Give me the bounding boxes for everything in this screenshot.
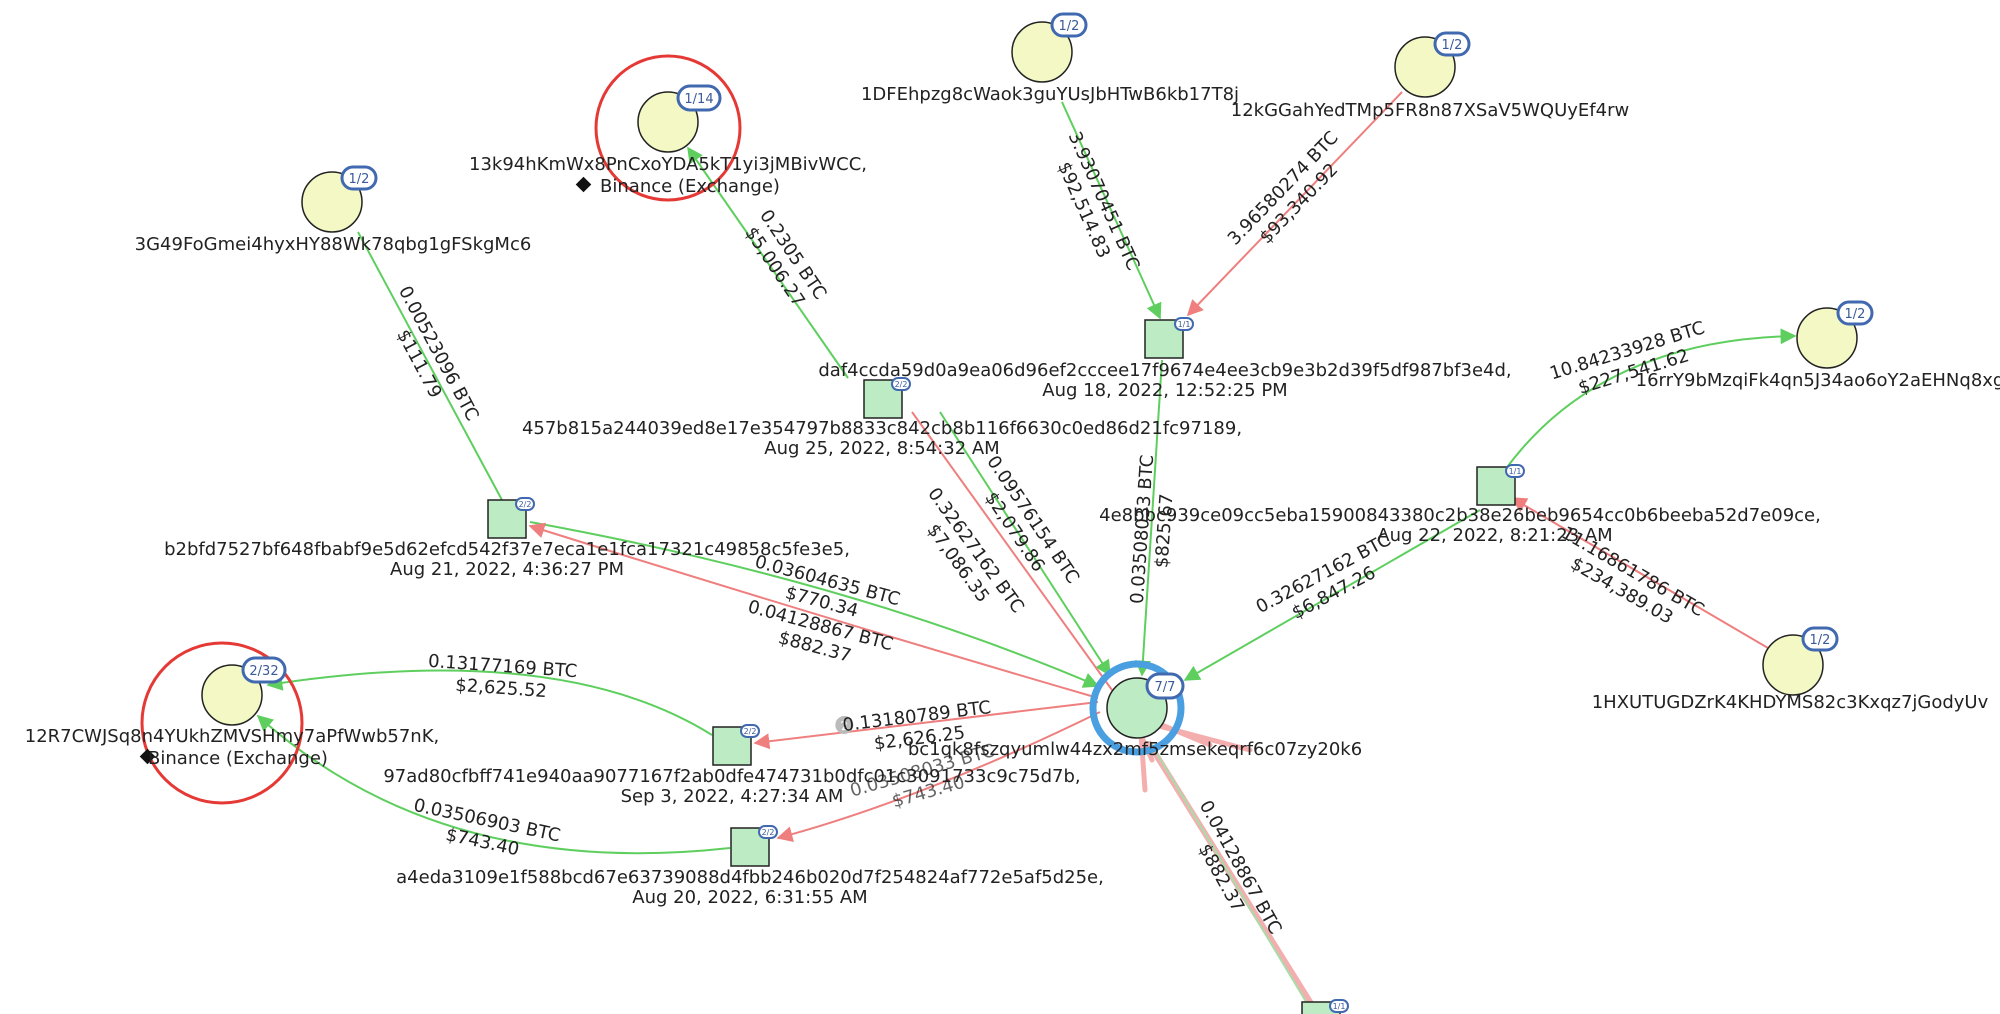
transaction-date: Aug 22, 2022, 8:21:23 AM	[1377, 525, 1612, 546]
badge-count: 2/2	[519, 500, 532, 509]
badge-count: 1/1	[1509, 467, 1522, 476]
badge-count: 1/14	[684, 92, 713, 107]
address-node-1dfe[interactable]: 1/2 1DFEhpzg8cWaok3guYUsJbHTwB6kb17T8j	[861, 12, 1239, 105]
edges	[256, 91, 1797, 1007]
transaction-hash[interactable]: daf4ccda59d0a9ea06d96ef2cccee17f9674e4ee…	[818, 360, 1511, 381]
edge-97ad-to-12r7[interactable]	[266, 669, 713, 736]
transaction-date: Sep 3, 2022, 4:27:34 AM	[621, 786, 844, 807]
exchange-ring	[594, 54, 742, 202]
address-node-1hxu[interactable]: 1/2 1HXUTUGDZrK4KHDYMS82c3Kxqz7jGodyUv	[1592, 626, 1989, 713]
transaction-node-97ad[interactable]: 2/2 97ad80cfbff741e940aa9077167f2ab0dfe4…	[383, 724, 1081, 807]
edge-12kg-to-daf4[interactable]	[1186, 91, 1403, 317]
address-label[interactable]: 1DFEhpzg8cWaok3guYUsJbHTwB6kb17T8j	[861, 84, 1239, 105]
transaction-hash[interactable]: 457b815a244039ed8e17e354797b8833c842cb8b…	[522, 418, 1242, 439]
diamond-icon	[139, 748, 156, 765]
transaction-hash[interactable]: a4eda3109e1f588bcd67e63739088d4fbb246b02…	[396, 867, 1104, 888]
badge-count: 2/32	[249, 664, 278, 679]
tx-count-badge[interactable]	[1329, 999, 1349, 1013]
transaction-node-bottom[interactable]: 1/1	[1301, 999, 1349, 1014]
address-node-center[interactable]: 7/7 bc1qk8fszqyumlw44zx2mf5zmsekeqrf6c07…	[908, 660, 1362, 760]
selected-ring	[1089, 660, 1185, 756]
exchange-ring	[140, 641, 304, 805]
tx-count-badge[interactable]	[1174, 317, 1194, 331]
edge-4e8b-to-16rr[interactable]	[1504, 328, 1797, 471]
transaction-node-daf4[interactable]: 1/1 daf4ccda59d0a9ea06d96ef2cccee17f9674…	[818, 317, 1512, 401]
address-node-3g49[interactable]: 1/2 3G49FoGmei4hyxHY88Wk78qbg1gFSkgMc6	[135, 165, 532, 255]
tx-count-badge[interactable]	[1505, 464, 1525, 478]
tx-count-badge[interactable]	[241, 656, 287, 684]
address-node-12kg[interactable]: 1/2 12kGGahYedTMp5FR8n87XSaV5WQUyEf4rw	[1231, 31, 1629, 121]
edge-1dfe-to-daf4[interactable]	[1061, 101, 1162, 320]
transaction-node-457b[interactable]: 2/2 457b815a244039ed8e17e354797b8833c842…	[522, 377, 1242, 459]
address-label[interactable]: 1HXUTUGDZrK4KHDYMS82c3Kxqz7jGodyUv	[1592, 692, 1989, 713]
transaction-date: Aug 21, 2022, 4:36:27 PM	[390, 559, 624, 580]
edge-center-to-a4ed[interactable]	[776, 711, 1101, 843]
address-label[interactable]: 16rrY9bMzqiFk4qn5J34ao6oY2aEHNq8xg	[1636, 370, 2000, 391]
tx-count-badge[interactable]	[891, 377, 911, 391]
tx-count-badge[interactable]	[1145, 672, 1185, 700]
address-node-12r7[interactable]: 2/32 12R7CWJSq8n4YUkhZMVSHmy7aPfWwb57nK,…	[25, 641, 439, 805]
tx-count-badge[interactable]	[1433, 31, 1471, 57]
tx-count-badge[interactable]	[676, 84, 722, 112]
tx-count-badge[interactable]	[1836, 300, 1874, 326]
edge-center-to-457b[interactable]	[911, 411, 1113, 691]
address-label[interactable]: bc1qk8fszqyumlw44zx2mf5zmsekeqrf6c07zy20…	[908, 739, 1362, 760]
badge-count: 1/2	[1810, 633, 1831, 648]
edge-center-to-97ad[interactable]	[753, 701, 1099, 750]
edge-a4ed-to-12r7[interactable]	[256, 714, 731, 855]
transaction-date: Aug 18, 2022, 12:52:25 PM	[1042, 380, 1287, 401]
edge-daf4-to-center[interactable]	[1134, 359, 1163, 677]
edge-457b-to-13k9[interactable]	[687, 146, 849, 379]
badge-count: 1/2	[1442, 38, 1463, 53]
transaction-node-4e8b[interactable]: 1/1 4e8bbc939ce09cc5eba15900843380c2b38e…	[1099, 464, 1821, 546]
transaction-date: Aug 25, 2022, 8:54:32 AM	[764, 438, 999, 459]
tx-count-badge[interactable]	[740, 724, 760, 738]
badge-count: 7/7	[1155, 680, 1176, 695]
entity-label[interactable]: Binance (Exchange)	[148, 748, 328, 769]
edge-bottom-to-center[interactable]	[1149, 741, 1309, 1006]
address-node-13k9[interactable]: 1/14 13k94hKmWx8PnCxoYDA5kT1yi3jMBivWCC,…	[469, 54, 867, 202]
transaction-hash[interactable]: 97ad80cfbff741e940aa9077167f2ab0dfe47473…	[383, 766, 1080, 787]
address-label[interactable]: 13k94hKmWx8PnCxoYDA5kT1yi3jMBivWCC,	[469, 154, 867, 175]
badge-count: 1/2	[1845, 307, 1866, 322]
tx-count-badge[interactable]	[515, 497, 535, 511]
edge-1hxu-to-4e8b[interactable]	[1510, 497, 1769, 649]
tx-count-badge[interactable]	[340, 165, 378, 191]
transaction-hash[interactable]: 4e8bbc939ce09cc5eba15900843380c2b38e26be…	[1099, 505, 1821, 526]
address-label[interactable]: 3G49FoGmei4hyxHY88Wk78qbg1gFSkgMc6	[135, 234, 532, 255]
badge-count: 1/1	[1178, 320, 1191, 329]
edge-label-usd: $825.67	[1151, 493, 1177, 569]
badge-count: 1/2	[349, 172, 370, 187]
badge-count: 2/2	[895, 380, 908, 389]
transaction-hash[interactable]: b2bfd7527bf648fbabf9e5d62efcd542f37e7eca…	[164, 539, 850, 560]
entity-label[interactable]: Binance (Exchange)	[600, 176, 780, 197]
edge-457b-to-center[interactable]	[939, 411, 1111, 677]
transaction-date: Aug 20, 2022, 6:31:55 AM	[632, 887, 867, 908]
badge-count: 2/2	[744, 727, 757, 736]
edge-count-badge	[835, 715, 854, 734]
badge-count: 1/1	[1333, 1002, 1346, 1011]
badge-count: 1/2	[1059, 19, 1080, 34]
tx-count-badge[interactable]	[1050, 12, 1088, 38]
edge-count: 2	[840, 719, 849, 734]
address-circle[interactable]	[1011, 21, 1073, 83]
address-node-16rr[interactable]: 1/2 16rrY9bMzqiFk4qn5J34ao6oY2aEHNq8xg	[1636, 300, 2000, 391]
nodes: 1/2 1DFEhpzg8cWaok3guYUsJbHTwB6kb17T8j 1…	[25, 12, 2000, 1014]
tx-count-badge[interactable]	[758, 825, 778, 839]
transaction-node-a4ed[interactable]: 2/2 a4eda3109e1f588bcd67e63739088d4fbb24…	[396, 825, 1104, 908]
address-label[interactable]: 12kGGahYedTMp5FR8n87XSaV5WQUyEf4rw	[1231, 100, 1629, 121]
badge-count: 2/2	[762, 828, 775, 837]
edge-center-to-b2bf[interactable]	[528, 522, 1099, 699]
edge-b2bf-to-center[interactable]	[529, 521, 1100, 688]
edge-3g49-to-b2bf[interactable]	[357, 231, 503, 501]
tx-count-badge[interactable]	[1801, 626, 1839, 652]
edge-4e8b-to-center[interactable]	[1183, 509, 1481, 681]
address-label[interactable]: 12R7CWJSq8n4YUkhZMVSHmy7aPfWwb57nK,	[25, 726, 439, 747]
diamond-icon	[575, 176, 592, 193]
transaction-node-b2bf[interactable]: 2/2 b2bfd7527bf648fbabf9e5d62efcd542f37e…	[164, 497, 850, 580]
